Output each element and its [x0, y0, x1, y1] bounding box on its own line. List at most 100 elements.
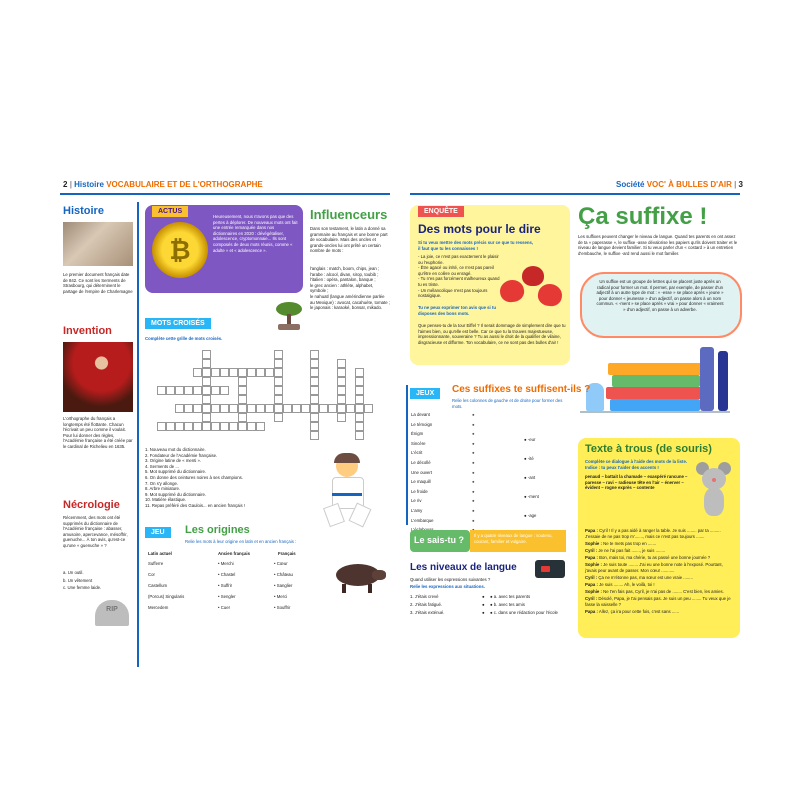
crossword-cell[interactable] [220, 422, 229, 431]
jeux-left-word[interactable]: L'embarque [411, 517, 434, 523]
crossword-cell[interactable] [355, 395, 364, 404]
crossword-cell[interactable] [220, 404, 229, 413]
jeux-right-suffix[interactable]: ● -age [524, 513, 537, 518]
crossword-cell[interactable] [238, 404, 247, 413]
crossword-cell[interactable] [274, 404, 283, 413]
crossword-cell[interactable] [184, 404, 193, 413]
crossword-cell[interactable] [202, 377, 211, 386]
crossword-cell[interactable] [238, 386, 247, 395]
crossword-cell[interactable] [337, 359, 346, 368]
crossword-cell[interactable] [328, 404, 337, 413]
niveau-situation[interactable]: ● b. avec tes amis [490, 602, 525, 607]
crossword-cell[interactable] [211, 422, 220, 431]
crossword-cell[interactable] [229, 404, 238, 413]
niveau-expression[interactable]: 2. J'étais fatigué. [410, 602, 443, 607]
crossword-cell[interactable] [238, 377, 247, 386]
niveau-situation[interactable]: ● a. avec tes parents [490, 594, 531, 599]
crossword-cell[interactable] [202, 413, 211, 422]
crossword-cell[interactable] [238, 413, 247, 422]
crossword-cell[interactable] [310, 377, 319, 386]
niveau-expression[interactable]: 3. J'étais exténué. [410, 610, 445, 615]
crossword-cell[interactable] [211, 404, 220, 413]
ancien-word[interactable]: • Sengler [218, 594, 236, 599]
crossword-cell[interactable] [355, 377, 364, 386]
crossword-cell[interactable] [193, 404, 202, 413]
crossword-cell[interactable] [310, 368, 319, 377]
crossword-cell[interactable] [355, 431, 364, 440]
crossword-cell[interactable] [202, 350, 211, 359]
crossword-cell[interactable] [310, 359, 319, 368]
jeux-right-suffix[interactable]: ● -ant [524, 475, 536, 480]
crossword-cell[interactable] [355, 404, 364, 413]
crossword-cell[interactable] [310, 404, 319, 413]
crossword-cell[interactable] [283, 404, 292, 413]
crossword-cell[interactable] [202, 368, 211, 377]
crossword-cell[interactable] [274, 359, 283, 368]
crossword-cell[interactable] [337, 377, 346, 386]
crossword-cell[interactable] [355, 368, 364, 377]
crossword-cell[interactable] [310, 422, 319, 431]
crossword-cell[interactable] [265, 368, 274, 377]
latin-word[interactable]: Castellum [148, 583, 168, 588]
crossword-cell[interactable] [157, 422, 166, 431]
crossword-cell[interactable] [274, 395, 283, 404]
crossword-cell[interactable] [274, 386, 283, 395]
crossword-cell[interactable] [238, 368, 247, 377]
crossword-cell[interactable] [355, 422, 364, 431]
ancien-word[interactable]: • Suffrir [218, 583, 233, 588]
jeux-left-word[interactable]: L'écrit [411, 450, 423, 456]
jeux-left-word[interactable]: L'éclabouss [411, 527, 471, 537]
ancien-word[interactable]: • Chastel [218, 572, 236, 577]
francais-word[interactable]: • Château [274, 572, 293, 577]
crossword-cell[interactable] [202, 386, 211, 395]
crossword-cell[interactable] [238, 395, 247, 404]
crossword-cell[interactable] [202, 422, 211, 431]
crossword-cell[interactable] [184, 386, 193, 395]
crossword-cell[interactable] [310, 350, 319, 359]
crossword-cell[interactable] [274, 368, 283, 377]
jeux-left-word[interactable]: Le froide [411, 488, 428, 494]
jeux-right-suffix[interactable]: ● -ité [524, 456, 534, 461]
jeux-left-word[interactable]: Une ouvert [411, 469, 433, 475]
crossword-cell[interactable] [292, 404, 301, 413]
crossword-cell[interactable] [175, 404, 184, 413]
crossword-cell[interactable] [202, 404, 211, 413]
crossword-cell[interactable] [166, 422, 175, 431]
crossword-cell[interactable] [319, 404, 328, 413]
jeux-left-word[interactable]: L'amy [411, 507, 423, 513]
crossword-cell[interactable] [256, 368, 265, 377]
crossword-cell[interactable] [274, 413, 283, 422]
crossword-cell[interactable] [256, 404, 265, 413]
crossword-cell[interactable] [193, 368, 202, 377]
crossword-cell[interactable] [364, 404, 373, 413]
jeux-left-word[interactable]: Énigm [411, 431, 424, 437]
latin-word[interactable]: Mercedem [148, 605, 169, 610]
francais-word[interactable]: • Cœur [274, 561, 288, 566]
latin-word[interactable]: Sufferre [148, 561, 164, 566]
crossword-cell[interactable] [337, 395, 346, 404]
crossword-cell[interactable] [175, 422, 184, 431]
crossword-cell[interactable] [310, 386, 319, 395]
jeux-left-word[interactable]: Le maquill [411, 479, 431, 485]
crossword-cell[interactable] [175, 386, 184, 395]
crossword-cell[interactable] [202, 395, 211, 404]
crossword-cell[interactable] [166, 386, 175, 395]
crossword-cell[interactable] [256, 422, 265, 431]
crossword-cell[interactable] [193, 422, 202, 431]
jeux-right-suffix[interactable]: ● -ment [524, 494, 539, 499]
crossword-cell[interactable] [346, 404, 355, 413]
crossword-cell[interactable] [211, 386, 220, 395]
jeux-left-word[interactable]: La devant [411, 412, 430, 417]
crossword-cell[interactable] [310, 395, 319, 404]
francais-word[interactable]: • Souffrir [274, 605, 291, 610]
crossword-cell[interactable] [193, 386, 202, 395]
niveau-situation[interactable]: ● c. dans une rédaction pour l'école [490, 610, 558, 615]
crossword-cell[interactable] [211, 368, 220, 377]
crossword-cell[interactable] [337, 413, 346, 422]
jeux-left-word[interactable]: Le témoign [411, 421, 433, 427]
crossword-cell[interactable] [202, 359, 211, 368]
francais-word[interactable]: • Merci [274, 594, 288, 599]
jeux-left-word[interactable]: Sincère [411, 440, 426, 446]
ancien-word[interactable]: • Merchi [218, 561, 234, 566]
crossword-cell[interactable] [184, 422, 193, 431]
